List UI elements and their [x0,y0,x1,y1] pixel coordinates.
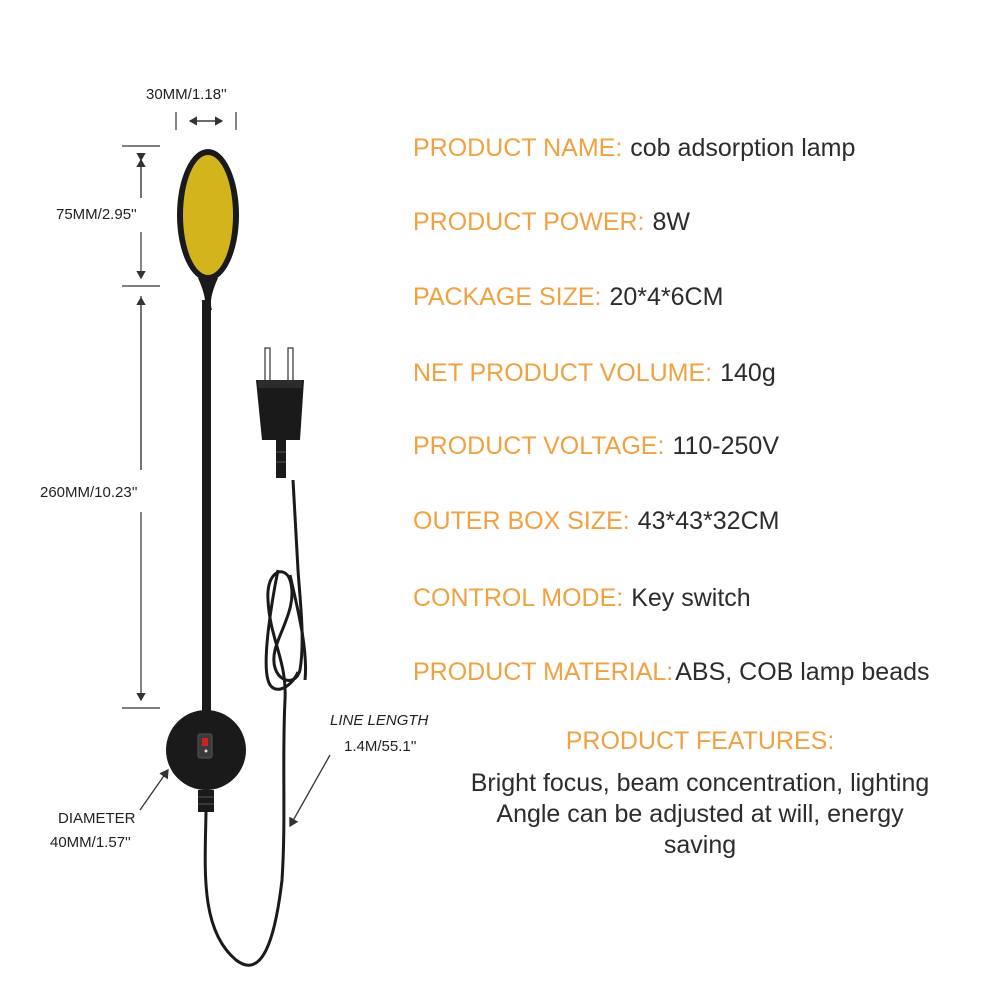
spec-value: 43*43*32CM [637,507,780,535]
spec-net-volume: NET PRODUCT VOLUME:140g [413,359,776,388]
spec-value: Key switch [631,584,751,612]
spec-value: 110-250V [672,432,780,460]
head-width-dimension [175,112,237,130]
spec-outer-box-size: OUTER BOX SIZE:43*43*32CM [413,507,779,536]
spec-product-name: PRODUCT NAME:cob adsorption lamp [413,134,855,163]
features-title: PRODUCT FEATURES: [565,727,835,755]
spec-package-size: PACKAGE SIZE:20*4*6CM [413,283,723,312]
diameter-value: 40MM/1.57'' [50,834,131,851]
spec-label: PRODUCT MATERIAL: [413,658,674,686]
head-height-label: 75MM/2.95'' [56,206,137,223]
spec-product-power: PRODUCT POWER:8W [413,208,690,237]
head-height-dimension [122,145,160,287]
diameter-label: DIAMETER [58,810,136,827]
features-text: Bright focus, beam concentration, lighti… [470,769,930,859]
arm-length-dimension [122,296,160,709]
cob-panel [183,155,233,275]
spec-label: PRODUCT NAME: [413,134,623,162]
spec-control-mode: CONTROL MODE:Key switch [413,584,751,613]
head-width-label: 30MM/1.18'' [146,86,227,103]
arm-length-label: 260MM/10.23'' [40,484,138,501]
spec-value: 8W [652,208,691,236]
spec-value: cob adsorption lamp [630,134,856,162]
spec-voltage: PRODUCT VOLTAGE:110-250V [413,432,779,461]
spec-label: CONTROL MODE: [413,584,624,612]
spec-material: PRODUCT MATERIAL:ABS, COB lamp beads [413,658,930,687]
power-plug [256,347,304,478]
spec-value: 140g [720,359,776,387]
line-length-label: LINE LENGTH [330,712,429,729]
spec-value: 20*4*6CM [609,283,724,311]
magnetic-base [166,710,246,790]
spec-label: OUTER BOX SIZE: [413,507,630,535]
spec-value: ABS, COB lamp beads [675,658,930,686]
spec-label: PACKAGE SIZE: [413,283,602,311]
line-length-value: 1.4M/55.1'' [344,738,417,755]
gooseneck-arm [202,300,211,720]
spec-label: PRODUCT VOLTAGE: [413,432,665,460]
spec-label: NET PRODUCT VOLUME: [413,359,713,387]
spec-label: PRODUCT POWER: [413,208,645,236]
